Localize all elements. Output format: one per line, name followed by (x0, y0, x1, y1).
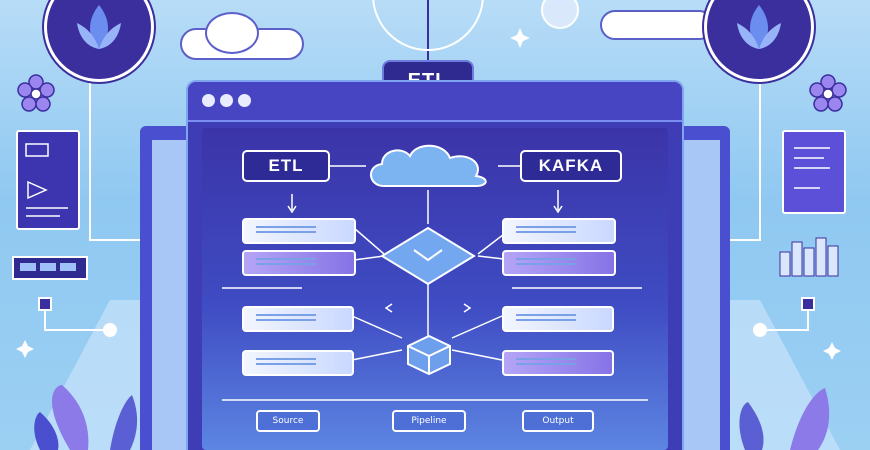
pipeline-step-bar (502, 350, 614, 376)
bottom-label-1: Source (256, 410, 320, 432)
bar-chart-icon (779, 237, 839, 277)
pipeline-step-bar (242, 250, 356, 276)
cloud-icon (205, 12, 259, 54)
monitor-side (152, 140, 188, 450)
lotus-icon (44, 0, 154, 82)
window-titlebar (188, 82, 682, 122)
pipeline-step-bar (502, 306, 614, 332)
lotus-icon (704, 0, 814, 82)
pipeline-step-bar (242, 350, 354, 376)
app-window: ETL KAFKA Source Pipeline Output (188, 82, 682, 450)
cloud-icon (370, 144, 487, 187)
flower-icon (17, 74, 55, 112)
monitor-side (684, 140, 720, 450)
pipeline-screen: ETL KAFKA Source Pipeline Output (202, 128, 668, 450)
window-dot[interactable] (238, 94, 251, 107)
document-icon (782, 130, 846, 214)
cube-icon (407, 334, 451, 376)
window-dot[interactable] (220, 94, 233, 107)
pipeline-step-bar (502, 218, 616, 244)
pipeline-step-bar (502, 250, 616, 276)
toolbar-strip (12, 256, 88, 280)
document-icon (16, 130, 80, 230)
window-dot[interactable] (202, 94, 215, 107)
kafka-label: KAFKA (520, 150, 622, 182)
bottom-label-2: Pipeline (392, 410, 466, 432)
pipeline-step-bar (242, 306, 354, 332)
etl-label: ETL (242, 150, 330, 182)
bottom-label-3: Output (522, 410, 594, 432)
flow-connectors (222, 165, 648, 401)
cloud-icon (600, 10, 714, 40)
diamond-icon (380, 226, 476, 286)
flower-icon (809, 74, 847, 112)
pipeline-step-bar (242, 218, 356, 244)
